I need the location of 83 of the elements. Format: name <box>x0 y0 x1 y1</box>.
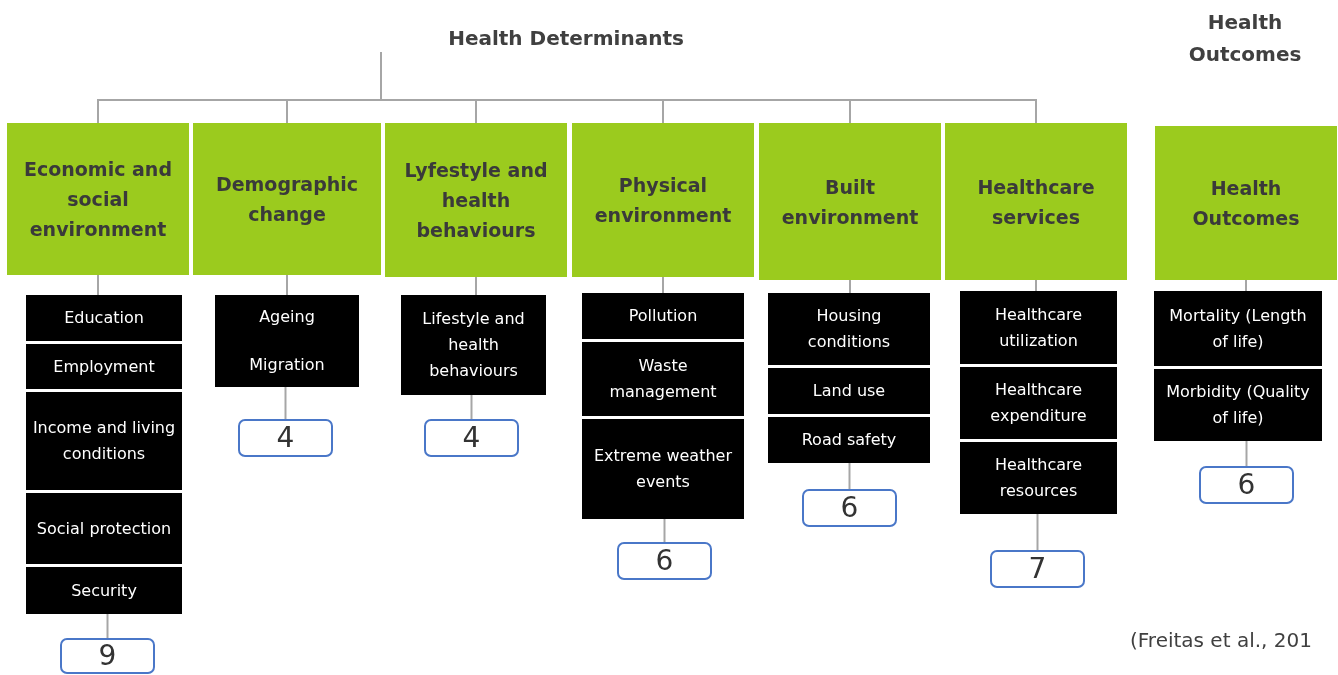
category-box <box>7 123 189 275</box>
count-box <box>424 419 519 457</box>
indicator-text: Lifestyle and health behaviours <box>421 308 526 382</box>
indicator-box <box>401 295 546 395</box>
category-title: Healthcare services <box>976 174 1096 230</box>
connector-line <box>1245 279 1247 292</box>
indicator-text: Housing conditions <box>806 305 892 353</box>
count-box <box>238 419 333 457</box>
indicator-box <box>26 567 182 614</box>
connector-line <box>663 518 666 543</box>
count-box <box>60 638 155 674</box>
count-box <box>1199 466 1294 504</box>
connector-line <box>1245 440 1248 467</box>
title: Health Determinants <box>447 25 685 52</box>
indicator-box <box>582 419 744 519</box>
indicator-box <box>768 368 930 414</box>
count-number: 4 <box>462 424 481 452</box>
citation-text: (Freitas et al., 201 <box>1130 628 1312 652</box>
indicator-text: Migration <box>249 354 325 376</box>
indicator-text: Healthcare expenditure <box>989 379 1088 427</box>
indicator-text: Pollution <box>628 305 698 327</box>
category-title: Physical environment <box>593 173 733 228</box>
category-box <box>385 123 567 277</box>
connector-line <box>380 51 1037 124</box>
count-number: 7 <box>1028 555 1047 583</box>
count-number: 6 <box>1237 471 1256 499</box>
connector-line <box>662 276 664 294</box>
category-box <box>572 123 754 277</box>
count-number: 6 <box>840 494 859 522</box>
indicator-text: Employment <box>53 355 155 378</box>
indicator-box <box>215 295 359 387</box>
indicator-box <box>960 442 1117 514</box>
indicator-box <box>26 392 182 490</box>
connector-line <box>848 462 851 490</box>
indicator-text: Mortality (Length of life) <box>1168 304 1308 353</box>
count-number: 4 <box>276 424 295 452</box>
count-number: 6 <box>655 547 674 575</box>
category-box <box>759 123 941 280</box>
indicator-text: Morbidity (Quality of life) <box>1165 381 1311 429</box>
count-number: 9 <box>98 642 117 670</box>
count-box <box>990 550 1085 588</box>
category-box <box>945 123 1127 280</box>
indicator-text: Extreme weather events <box>593 445 733 493</box>
indicator-text: Land use <box>812 380 886 402</box>
indicator-text: Education <box>64 307 144 329</box>
column-heading: Health Outcomes <box>1187 9 1303 68</box>
connector-line <box>1035 279 1037 292</box>
indicator-box <box>768 417 930 463</box>
count-box <box>617 542 712 580</box>
connector-line <box>1036 513 1039 551</box>
indicator-box <box>26 493 182 564</box>
indicator-box <box>768 293 930 365</box>
indicator-text: Ageing <box>259 306 315 328</box>
indicator-box <box>26 295 182 341</box>
indicator-box <box>582 293 744 339</box>
count-box <box>802 489 897 527</box>
indicator-box <box>960 367 1117 439</box>
indicator-text: Healthcare resources <box>993 454 1084 502</box>
category-box <box>193 123 381 275</box>
indicator-text: Social protection <box>36 517 172 540</box>
category-title: Built environment <box>780 174 920 230</box>
indicator-box <box>960 291 1117 364</box>
category-title: Demographic change <box>214 172 360 227</box>
indicator-text: Waste management <box>608 355 718 403</box>
indicator-text: Income and living conditions <box>32 417 176 465</box>
category-title: Economic and social environment <box>23 157 173 242</box>
connector-line <box>286 274 288 296</box>
category-box <box>1155 126 1337 280</box>
connector-line <box>470 394 473 420</box>
indicator-box <box>26 344 182 389</box>
indicator-text: Security <box>71 579 137 602</box>
connector-line <box>849 279 851 294</box>
indicator-text: Healthcare utilization <box>993 303 1084 352</box>
indicator-box <box>1154 369 1322 441</box>
connector-line <box>284 386 287 420</box>
category-title: Health Outcomes <box>1191 176 1301 231</box>
indicator-text: Road safety <box>801 429 897 451</box>
connector-line <box>106 613 109 639</box>
category-title: Lyfestyle and health behaviours <box>403 158 549 243</box>
indicator-box <box>1154 291 1322 366</box>
connector-line <box>97 274 99 296</box>
indicator-box <box>582 342 744 416</box>
connector-line <box>475 276 477 296</box>
